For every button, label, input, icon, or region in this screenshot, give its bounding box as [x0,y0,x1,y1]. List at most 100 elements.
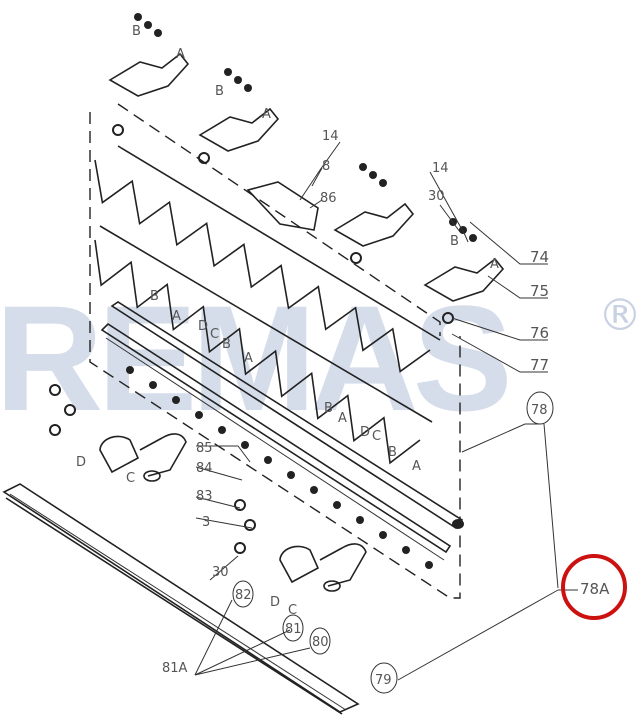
label-14: 14 [322,129,339,144]
nut [264,456,272,464]
label-84: 84 [196,461,213,476]
label-78A: 78A [580,580,610,598]
bolt [469,234,477,242]
watermark-text: REMAS [0,274,508,442]
nut [126,366,134,374]
bolt [224,68,232,76]
position-letter-a: A [262,107,271,122]
label-3: 3 [202,515,210,530]
guard-clamp [333,202,415,247]
label-8: 8 [322,159,330,174]
knife-head [246,181,319,231]
position-letter-c: C [210,327,219,342]
hardware [49,13,505,592]
position-letter-c: C [126,471,135,486]
nut [195,411,203,419]
bolt [244,84,252,92]
bolt-head [350,252,362,264]
label-79: 79 [375,673,392,688]
position-letter-b: B [150,289,159,304]
position-letter-b: B [222,337,231,352]
position-letter-b: B [215,84,224,99]
nut [287,471,295,479]
label-78: 78 [531,403,548,418]
position-letter-c: C [288,603,297,618]
bushing [323,580,341,592]
position-letter-a: A [244,351,253,366]
label-30: 30 [428,189,445,204]
washer [234,542,246,554]
hold-down-clamp [279,545,320,584]
nut [172,396,180,404]
washer [64,404,76,416]
circled-callouts [232,391,554,694]
position-letter-b: B [450,234,459,249]
watermark: REMAS ® [0,274,640,442]
clamp-spring [319,543,367,587]
knife-back-lower [99,225,433,423]
washer [49,424,61,436]
position-letter-d: D [76,455,86,470]
label-77: 77 [530,356,549,374]
nut [241,441,249,449]
label-75: 75 [530,282,549,300]
position-letter-a: A [338,411,347,426]
position-letter-b: B [388,445,397,460]
position-letter-d: D [270,595,280,610]
position-letter-d: D [360,425,370,440]
upper-knife [94,159,431,373]
label-85: 85 [196,441,213,456]
knife-sections [94,145,441,465]
label-81: 81 [285,622,302,637]
label-74: 74 [530,248,549,266]
label-81A: 81A [162,661,188,676]
label-80: 80 [312,635,329,650]
nut [149,381,157,389]
bolt [144,21,152,29]
label-30b: 30 [212,565,229,580]
label-76: 76 [530,324,549,342]
guard-clamp [108,52,190,97]
guard-clamp [198,107,280,152]
guard-clamp [423,257,505,302]
registered-mark: ® [598,290,640,341]
position-letter-a: A [176,47,185,62]
lower-knife [94,239,421,465]
bolt-head [198,152,210,164]
bolt [154,29,162,37]
bolt [359,163,367,171]
leader-lines [194,141,578,681]
clamp-spring [139,433,187,477]
nut [379,531,387,539]
callout-labels: 14 8 86 14 30 74 75 76 77 78 78A 79 80 8… [162,129,610,688]
bushing [143,470,161,482]
bolt [234,76,242,84]
assembly-outline [117,103,441,336]
highlight-circle [561,554,627,620]
position-letter-b: B [132,24,141,39]
nut [218,426,226,434]
position-letter-c: C [372,429,381,444]
washer [244,519,256,531]
label-83: 83 [196,489,213,504]
nut [310,486,318,494]
bolt-head [112,124,124,136]
bolt [134,13,142,21]
position-letter-a: A [490,257,499,272]
knife-back-upper [117,145,441,341]
nut [402,546,410,554]
nut [356,516,364,524]
nut [333,501,341,509]
nut [425,561,433,569]
label-82: 82 [235,588,252,603]
position-letter-b: B [324,401,333,416]
cutter-bars [100,301,464,561]
position-letter-a: A [412,459,421,474]
guard-bar [2,483,360,715]
bolt [369,171,377,179]
label-86: 86 [320,191,337,206]
label-14b: 14 [432,161,449,176]
position-letter-d: D [198,319,208,334]
